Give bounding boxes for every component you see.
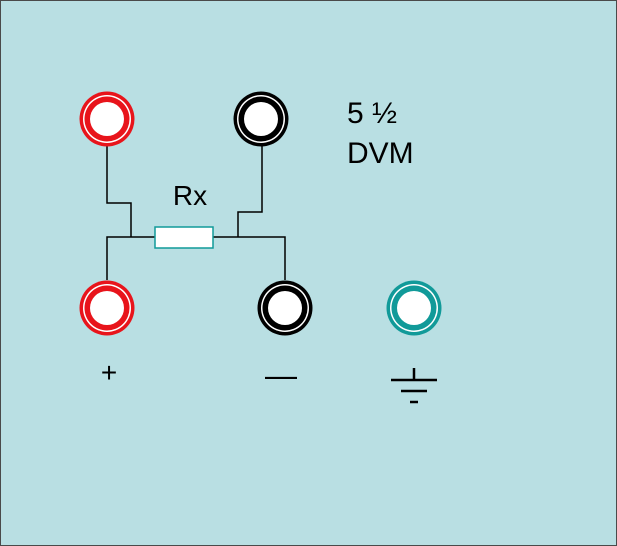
terminal-ground[interactable] bbox=[386, 280, 442, 336]
binding-post-icon bbox=[257, 280, 313, 336]
wire-sense-plus bbox=[106, 145, 132, 237]
wiring bbox=[106, 145, 286, 280]
terminal-sense-plus[interactable] bbox=[79, 91, 135, 147]
post-center bbox=[268, 291, 302, 325]
binding-post-icon bbox=[79, 280, 135, 336]
wire-input-minus bbox=[213, 236, 286, 280]
resistor-label: Rx bbox=[173, 180, 207, 211]
terminal-input-plus[interactable] bbox=[79, 280, 135, 336]
binding-post-icon bbox=[233, 91, 289, 147]
post-center bbox=[90, 102, 124, 136]
post-center bbox=[90, 291, 124, 325]
terminal-sense-minus[interactable] bbox=[233, 91, 289, 147]
minus-label: — bbox=[265, 357, 297, 393]
binding-post-icon bbox=[79, 91, 135, 147]
wire-input-plus bbox=[106, 236, 155, 280]
wire-sense-minus bbox=[237, 145, 263, 237]
resistor-rx bbox=[154, 226, 214, 249]
instrument-label-line2: DVM bbox=[347, 137, 414, 170]
ground-icon bbox=[391, 368, 437, 404]
instrument-label-line1: 5 ½ bbox=[347, 97, 397, 130]
post-center bbox=[397, 291, 431, 325]
terminal-input-minus[interactable] bbox=[257, 280, 313, 336]
plus-label: + bbox=[101, 357, 117, 388]
binding-post-icon bbox=[386, 280, 442, 336]
post-center bbox=[244, 102, 278, 136]
